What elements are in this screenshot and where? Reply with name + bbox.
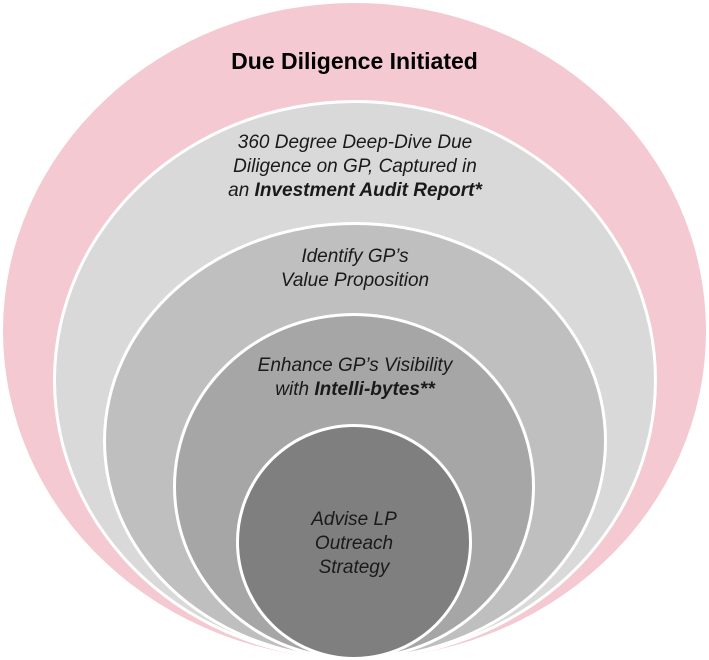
audit-report-line-1: 360 Degree Deep-Dive Due	[237, 132, 473, 153]
audit-report-label: 360 Degree Deep-Dive Due Diligence on GP…	[180, 131, 530, 203]
visibility-line-2-prefix: with	[275, 379, 315, 400]
audit-report-line-3-prefix: an	[228, 180, 255, 201]
value-proposition-line-1: Identify GP’s	[301, 246, 409, 267]
value-proposition-line-2: Value Proposition	[280, 270, 430, 291]
lp-outreach-line-1: Advise LP	[311, 509, 397, 530]
diagram-title: Due Diligence Initiated	[231, 48, 478, 74]
lp-outreach-line-2: Outreach	[314, 533, 394, 554]
audit-report-line-2: Diligence on GP, Captured in	[233, 156, 477, 177]
audit-report-line-3: an Investment Audit Report*	[180, 179, 530, 203]
audit-report-emphasis: Investment Audit Report*	[254, 180, 482, 201]
visibility-line-1: Enhance GP’s Visibility	[257, 355, 453, 376]
lp-outreach-line-3: Strategy	[318, 557, 390, 578]
visibility-line-2: with Intelli-bytes**	[210, 378, 500, 402]
value-proposition-label: Identify GP’s Value Proposition	[200, 245, 510, 293]
visibility-label: Enhance GP’s Visibility with Intelli-byt…	[210, 354, 500, 402]
intelli-bytes-emphasis: Intelli-bytes**	[314, 379, 435, 400]
lp-outreach-label: Advise LP Outreach Strategy	[264, 508, 444, 580]
core-circle-lp-outreach	[236, 424, 472, 660]
